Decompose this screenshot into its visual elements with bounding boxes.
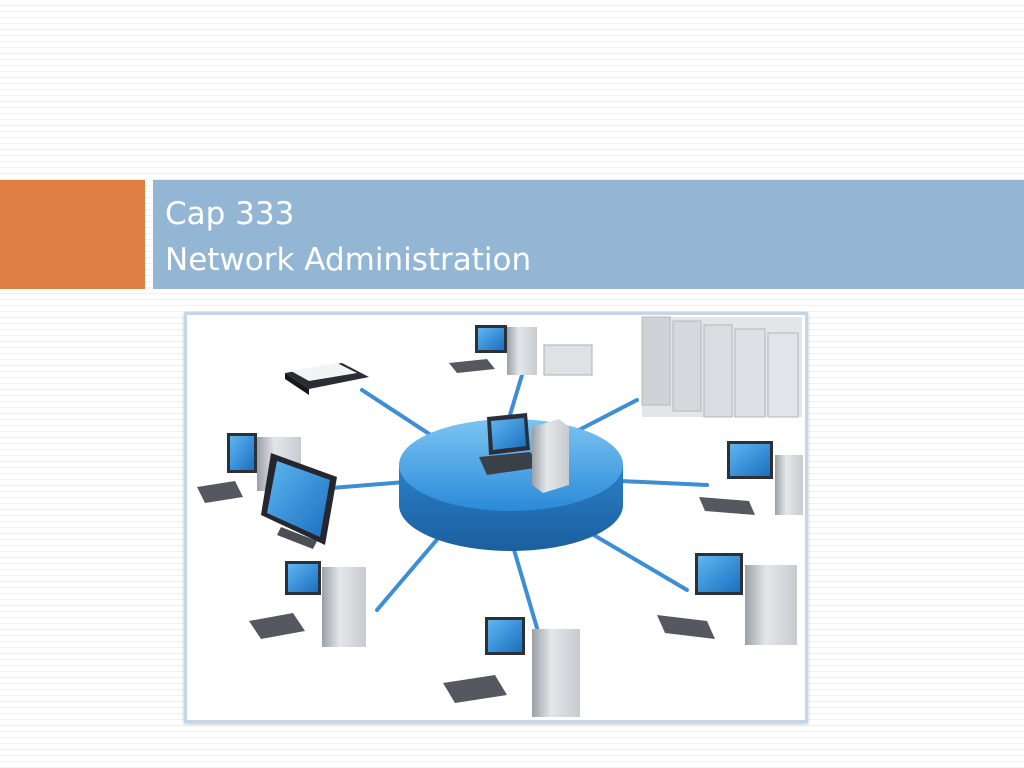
desktop-icon <box>249 561 366 647</box>
title-band: Cap 333 Network Administration <box>153 180 1024 289</box>
scanner-icon <box>285 363 369 395</box>
desktop-icon <box>699 441 803 515</box>
accent-block <box>0 180 145 289</box>
network-hub-icon <box>399 413 623 551</box>
monitor-icon <box>261 453 337 549</box>
desktop-icon <box>657 553 797 645</box>
slide-title-course: Cap 333 <box>165 196 295 232</box>
desktop-icon <box>443 617 580 717</box>
server-rack-icon <box>641 316 802 418</box>
desktop-icon <box>449 325 593 376</box>
network-diagram-image <box>184 312 808 723</box>
slide-title-subject: Network Administration <box>165 242 532 278</box>
